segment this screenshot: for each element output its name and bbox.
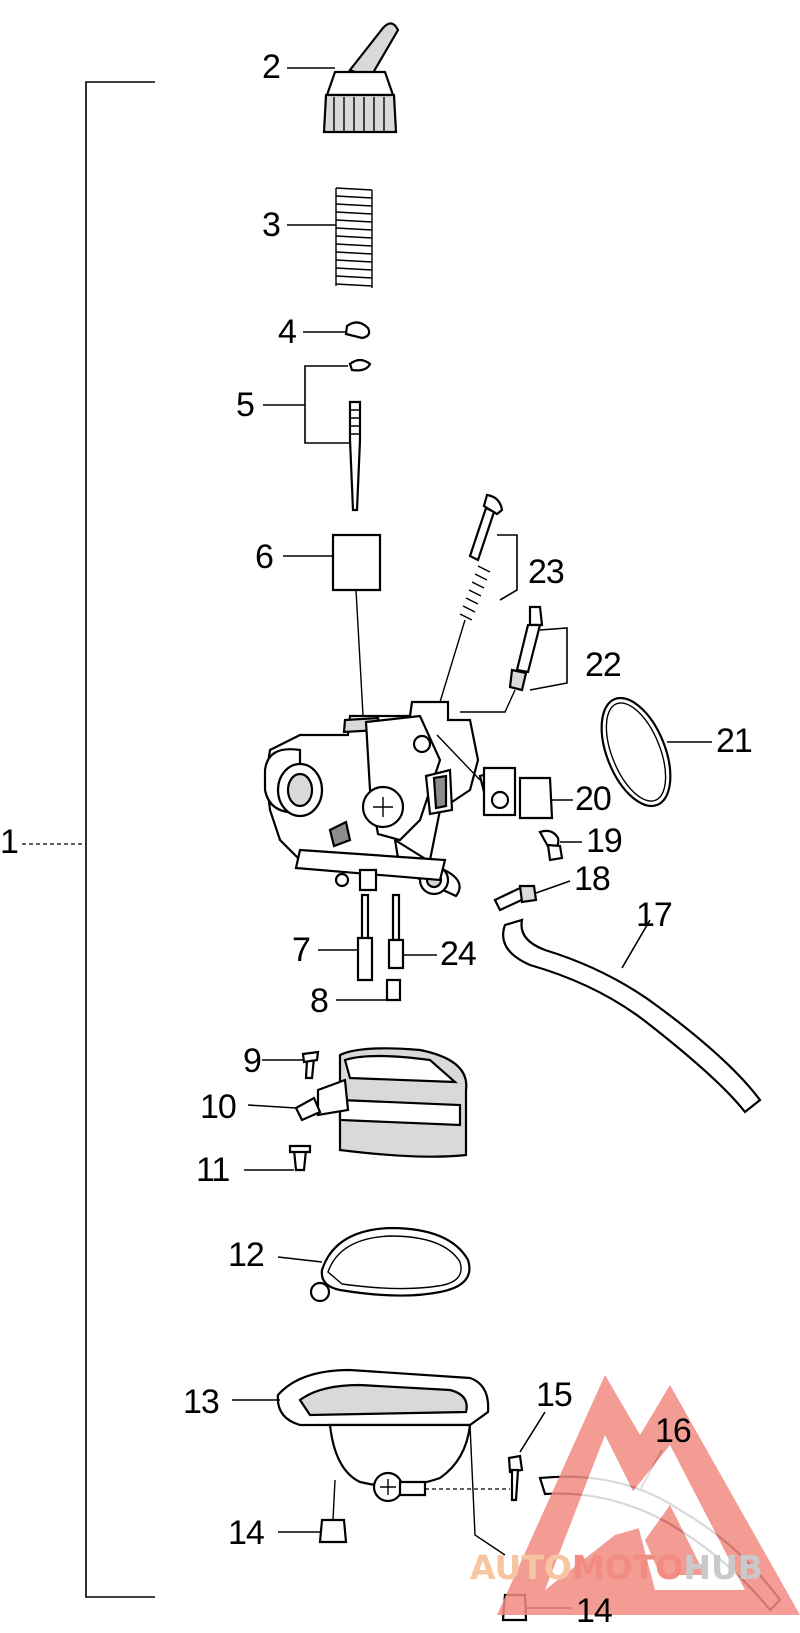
part-24-pilot-jet (387, 893, 437, 970)
callout-14-left: 14 (228, 1514, 265, 1552)
part-4-needle-clip (303, 321, 371, 340)
callout-9: 9 (243, 1042, 262, 1080)
callout-12: 12 (228, 1236, 265, 1274)
part-22-choke-plunger (460, 605, 568, 713)
part-19-screw (538, 829, 582, 862)
callout-4: 4 (278, 313, 297, 351)
watermark-text-moto: MOTO (571, 1548, 684, 1587)
watermark-text-hub: HUB (683, 1548, 763, 1587)
part-21-o-ring (600, 696, 712, 808)
part-3-spring (287, 187, 373, 288)
callout-7: 7 (292, 931, 311, 969)
callout-19: 19 (586, 822, 623, 860)
callout-3: 3 (262, 206, 281, 244)
part-11-screw (244, 1144, 312, 1172)
callout-5: 5 (236, 386, 255, 424)
watermark-text: AUTOMOTOHUB (470, 1548, 763, 1587)
part-18-fitting (493, 880, 571, 912)
callout-21: 21 (716, 722, 753, 760)
part-17-fuel-hose (502, 918, 762, 1114)
callout-2: 2 (262, 48, 281, 86)
callout-15: 15 (536, 1376, 573, 1414)
intake-boot (316, 1047, 468, 1158)
callout-20: 20 (575, 780, 612, 818)
part-8-jet-holder (336, 978, 402, 1002)
part-5-jet-needle (263, 358, 372, 512)
callout-24: 24 (440, 935, 477, 973)
callout-18: 18 (574, 860, 611, 898)
part-10-clamp (247, 1096, 322, 1122)
callout-1: 1 (0, 823, 19, 861)
callout-14-bottom: 14 (576, 1592, 613, 1630)
callout-16: 16 (655, 1412, 692, 1450)
watermark-text-auto: AUTO (470, 1548, 572, 1587)
callout-23: 23 (528, 553, 565, 591)
part-13-float-bowl (232, 1368, 510, 1556)
callout-13: 13 (183, 1383, 220, 1421)
part-15-screw (507, 1411, 546, 1502)
callout-22: 22 (585, 646, 622, 684)
part-12-float-bowl-gasket (277, 1226, 471, 1303)
part-14-screw-left (278, 1479, 348, 1544)
callout-8: 8 (310, 982, 329, 1020)
part-23-idle-screw (439, 493, 518, 703)
callout-17: 17 (636, 896, 673, 934)
automotohub-watermark-logo (497, 1375, 800, 1615)
callout-10: 10 (200, 1088, 237, 1126)
part-2-carb-top-cap (287, 22, 400, 134)
callout-11: 11 (196, 1151, 230, 1189)
part-20-choke-bracket (436, 734, 573, 820)
assembly-bracket (22, 81, 155, 1598)
callout-6: 6 (255, 538, 274, 576)
part-9-screw (262, 1050, 320, 1080)
carburetor-body (263, 700, 506, 898)
part-6-throttle-slide (283, 533, 382, 716)
part-7-main-jet (318, 893, 374, 982)
